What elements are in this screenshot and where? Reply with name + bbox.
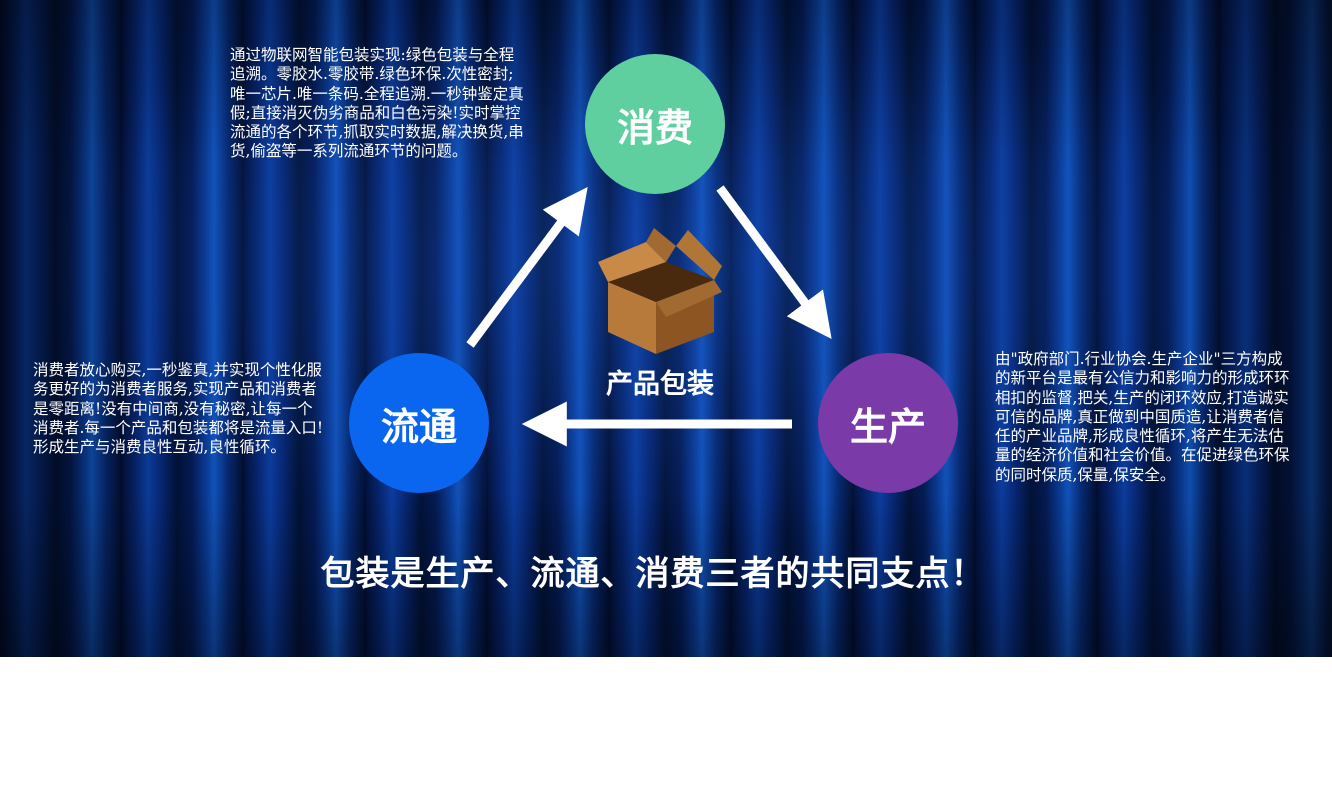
node-circulate-label: 流通 [380,404,457,449]
consume-description: 通过物联网智能包装实现:绿色包装与全程追溯。零胶水.零胶带.绿色环保.次性密封;… [230,46,524,161]
circulate-description: 消费者放心购买,一秒鉴真,并实现个性化服务更好的为消费者服务,实现产品和消费者是… [33,361,324,457]
node-produce-label: 生产 [849,404,926,449]
node-consume: 消费 [585,54,725,194]
cardboard-box-icon [598,228,722,354]
headline: 包装是生产、流通、消费三者的共同支点！ [320,554,986,594]
arrow-circulate-to-consume [466,187,588,348]
node-circulate: 流通 [349,353,489,493]
arrow-consume-to-produce [716,185,832,340]
cycle-arrows [466,185,832,447]
node-produce: 生产 [818,353,958,493]
produce-description: 由"政府部门.行业协会.生产企业"三方构成的新平台是最有公信力和影响力的形成环环… [995,350,1290,484]
node-consume-label: 消费 [616,105,693,150]
slide-background: 消费 流通 生产 产品包装 通过物联网智能包装实现:绿色包装与全程追溯。零胶水.… [0,0,1332,657]
center-label: 产品包装 [606,369,714,400]
